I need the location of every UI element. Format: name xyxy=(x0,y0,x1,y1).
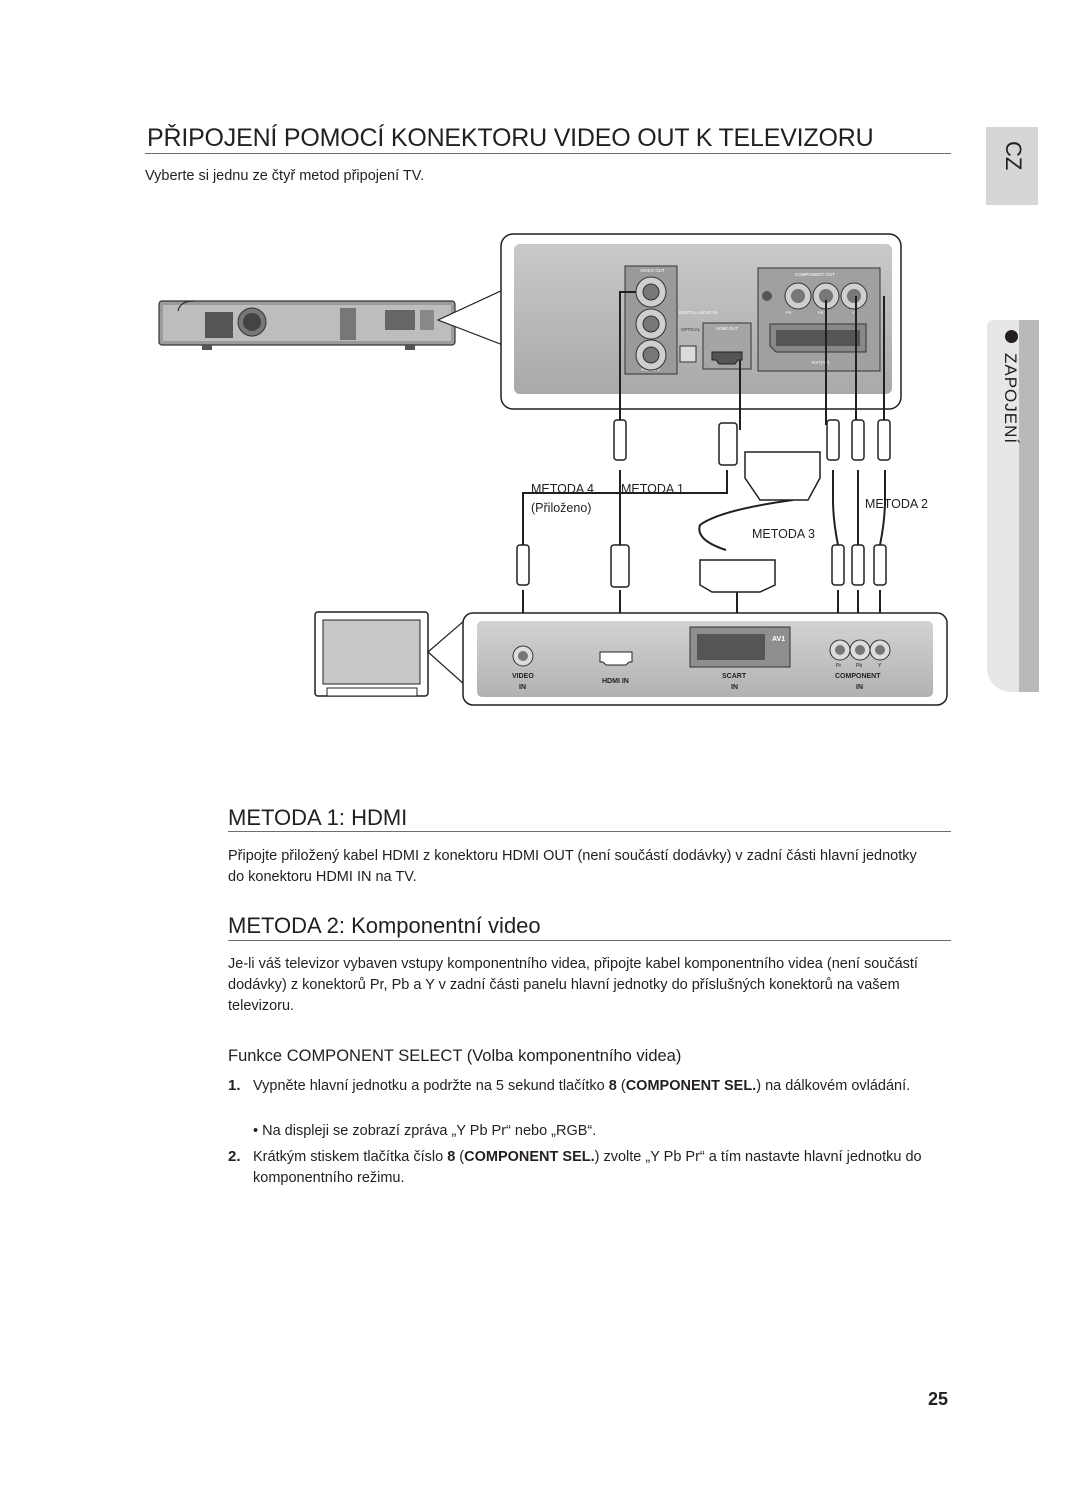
tv-component-in-label: IN xyxy=(856,684,863,691)
step1-bullet: • Na displeji se zobrazí zpráva „Y Pb Pr… xyxy=(253,1123,597,1139)
section-tab-label: ZAPOJENÍ xyxy=(1001,353,1020,445)
method1-label: METODA 1 xyxy=(621,482,684,496)
language-tab-label: CZ xyxy=(1001,141,1026,171)
section-tab-stripe xyxy=(1019,320,1039,692)
method1-body: Připojte přiložený kabel HDMI z konektor… xyxy=(228,848,917,885)
method2-label: METODA 2 xyxy=(865,497,928,511)
method1-rule xyxy=(228,831,951,832)
page-subtitle: Vyberte si jednu ze čtyř metod připojení… xyxy=(145,168,425,184)
tv-video-in-label: IN xyxy=(519,684,526,691)
section-tab: ZAPOJENÍ xyxy=(987,320,1039,692)
title-rule xyxy=(145,153,951,154)
bullet-dot-icon xyxy=(1005,330,1018,343)
step1-number: 1. xyxy=(228,1077,241,1094)
video-out-label: VIDEO OUT xyxy=(640,268,665,273)
method4-note: (Přiloženo) xyxy=(531,501,591,515)
component-out-label: COMPONENT OUT xyxy=(795,272,835,277)
unit-pr-label: PR xyxy=(786,310,792,315)
ext-av-label: EXT(AV) xyxy=(812,360,830,365)
unit-y-label: Y xyxy=(852,310,855,315)
tv-scart-label: SCART xyxy=(722,673,747,680)
method2-body: Je-li váš televizor vybaven vstupy kompo… xyxy=(228,956,918,1014)
unit-pb-label: PB xyxy=(818,310,824,315)
tv-av1-label: AV1 xyxy=(772,636,785,643)
method4-label: METODA 4 xyxy=(531,482,594,496)
optical-label: OPTICAL xyxy=(681,327,701,332)
connection-diagram: VIDEO OUT AUX IN 2 DIGITAL AUDIO IN OPTI… xyxy=(158,233,948,706)
method2-rule xyxy=(228,940,951,941)
component-select-heading: Funkce COMPONENT SELECT (Volba komponent… xyxy=(228,1047,682,1065)
tv-component-label: COMPONENT xyxy=(835,673,881,680)
digital-audio-label: DIGITAL AUDIO IN xyxy=(679,310,717,315)
tv-pb-label: Pb xyxy=(856,663,862,669)
tv-hdmi-in-label: HDMI IN xyxy=(602,678,629,685)
tv-scart-in-label: IN xyxy=(731,684,738,691)
method1-heading: METODA 1: HDMI xyxy=(228,805,408,830)
language-tab: CZ xyxy=(986,127,1038,205)
tv-video-label: VIDEO xyxy=(512,673,534,680)
method2-heading: METODA 2: Komponentní video xyxy=(228,913,541,938)
tv-y-label: Y xyxy=(878,663,882,669)
main-unit xyxy=(158,300,456,350)
step1-text: Vypněte hlavní jednotku a podržte na 5 s… xyxy=(253,1078,911,1094)
tv-pr-label: Pr xyxy=(836,663,841,669)
page-number: 25 xyxy=(928,1389,949,1409)
step2-text: Krátkým stiskem tlačítka číslo 8 (COMPON… xyxy=(253,1149,922,1186)
step2-number: 2. xyxy=(228,1148,241,1165)
method3-label: METODA 3 xyxy=(752,527,815,541)
tv-icon xyxy=(314,611,429,697)
hdmi-out-label: HDMI OUT xyxy=(716,326,738,331)
page-title: PŘIPOJENÍ POMOCÍ KONEKTORU VIDEO OUT K T… xyxy=(147,124,874,152)
